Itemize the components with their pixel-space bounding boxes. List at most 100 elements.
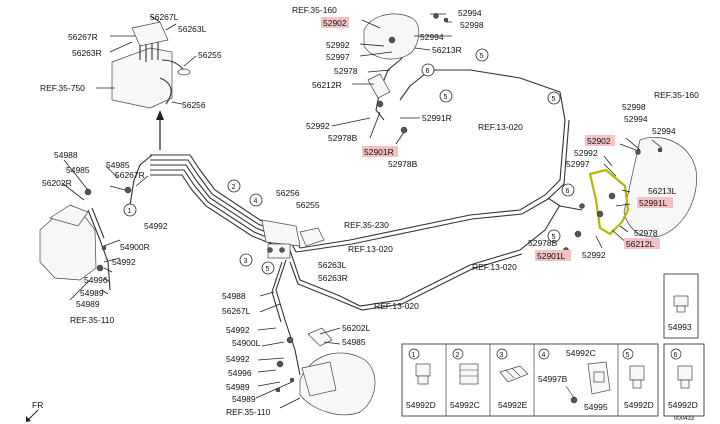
label-ref-13-020: REF.13-020 [374,301,419,311]
label-52902-right: 52902 [323,18,347,28]
label-56256: 56256 [182,100,206,110]
label-52994: 52994 [420,32,444,42]
label-ref-13-020: REF.13-020 [348,244,393,254]
table-cell-part: 54995 [584,402,608,412]
label-ref-13-020: REF.13-020 [478,122,523,132]
label-56212L: 56212L [626,239,655,249]
label-52902-left: 52902 [587,136,611,146]
label-56263R: 56263R [72,48,102,58]
svg-text:2: 2 [232,184,236,191]
table-cell-num: 5 [626,352,630,359]
label-56202R: 56202R [42,178,72,188]
highlight-boxes [321,17,673,261]
svg-text:5: 5 [552,96,556,103]
label-56213L: 56213L [648,186,677,196]
label-52997: 52997 [566,159,590,169]
label-54992: 54992 [144,221,168,231]
svg-text:6: 6 [566,188,570,195]
front-left-brake [255,291,376,416]
label-56255: 56255 [296,200,320,210]
rear-right-brake [331,13,452,145]
front-direction-indicator: FR [26,400,43,422]
label-54992: 54992 [226,325,250,335]
table-cell-num: 1 [412,352,416,359]
callout-markers: 1 2 3 4 5 5 5 6 5 6 5 [123,48,575,275]
label-54988: 54988 [54,150,78,160]
label-52992: 52992 [574,148,598,158]
svg-text:5: 5 [480,53,484,60]
label-52978B: 52978B [328,133,358,143]
label-56267L: 56267L [150,12,179,22]
table-cell-num: 2 [456,352,460,359]
table-cell-part: 54992D [406,400,436,410]
table-cell-part: 54992D [624,400,654,410]
table-cell-num: 6 [674,352,678,359]
label-52978: 52978 [334,66,358,76]
label-56213R: 56213R [432,45,462,55]
label-56267L: 56267L [222,306,251,316]
label-54992: 54992 [112,257,136,267]
svg-text:3: 3 [244,258,248,265]
master-cylinder-group [96,15,197,109]
label-56267R: 56267R [68,32,98,42]
labels: 56267L 56263L 56267R 56263R 56255 REF.35… [40,5,699,417]
label-56267R: 56267R [115,170,145,180]
label-ref-35-110: REF.35-110 [70,315,115,325]
svg-text:6: 6 [426,68,430,75]
label-54989: 54989 [80,288,104,298]
label-ref-35-160: REF.35-160 [292,5,337,15]
label-54989: 54989 [76,299,100,309]
label-52997: 52997 [326,52,350,62]
label-54985: 54985 [106,160,130,170]
label-52998: 52998 [460,20,484,30]
label-52978B: 52978B [388,159,418,169]
label-54996: 54996 [228,368,252,378]
label-54985: 54985 [342,337,366,347]
label-52994: 52994 [652,126,676,136]
label-54989: 54989 [226,382,250,392]
doc-code: 000433 [674,416,695,422]
rear-left-brake [547,137,697,253]
label-52998: 52998 [622,102,646,112]
label-56202L: 56202L [342,323,371,333]
label-54988: 54988 [222,291,246,301]
label-56255: 56255 [198,50,222,60]
parts-table: 1 54992D 2 54992C 3 54992E 4 54992C 5499… [401,273,705,422]
table-cell-num: 3 [500,352,504,359]
label-56212R: 56212R [312,80,342,90]
table-cell-part: 54997B [538,374,568,384]
table-cell-part: 54992D [668,400,698,410]
label-52991R: 52991R [422,113,452,123]
label-54992: 54992 [226,354,250,364]
svg-text:5: 5 [444,94,448,101]
label-52901L: 52901L [537,251,566,261]
direction-arrow [156,110,164,150]
label-54985: 54985 [66,165,90,175]
front-right-brake [39,159,149,301]
label-ref-35-110: REF.35-110 [226,407,271,417]
table-cell-part: 54992C [450,400,480,410]
fr-label: FR [32,400,43,410]
label-ref-35-160: REF.35-160 [654,90,699,100]
label-52992: 52992 [582,250,606,260]
label-52992: 52992 [306,121,330,131]
label-52901R: 52901R [364,147,394,157]
label-52994: 52994 [624,114,648,124]
label-52992: 52992 [326,40,350,50]
label-56263L: 56263L [318,260,347,270]
label-56256: 56256 [276,188,300,198]
label-52994: 52994 [458,8,482,18]
junction-block [261,219,325,259]
label-54900L: 54900L [232,338,261,348]
label-56263L: 56263L [178,24,207,34]
svg-text:1: 1 [128,208,132,215]
label-54996: 54996 [84,275,108,285]
label-52978: 52978 [634,228,658,238]
label-ref-13-020: REF.13-020 [472,262,517,272]
table-cell-part: 54992E [498,400,528,410]
label-56263R: 56263R [318,273,348,283]
label-52978B: 52978B [528,238,558,248]
label-54900R: 54900R [120,242,150,252]
